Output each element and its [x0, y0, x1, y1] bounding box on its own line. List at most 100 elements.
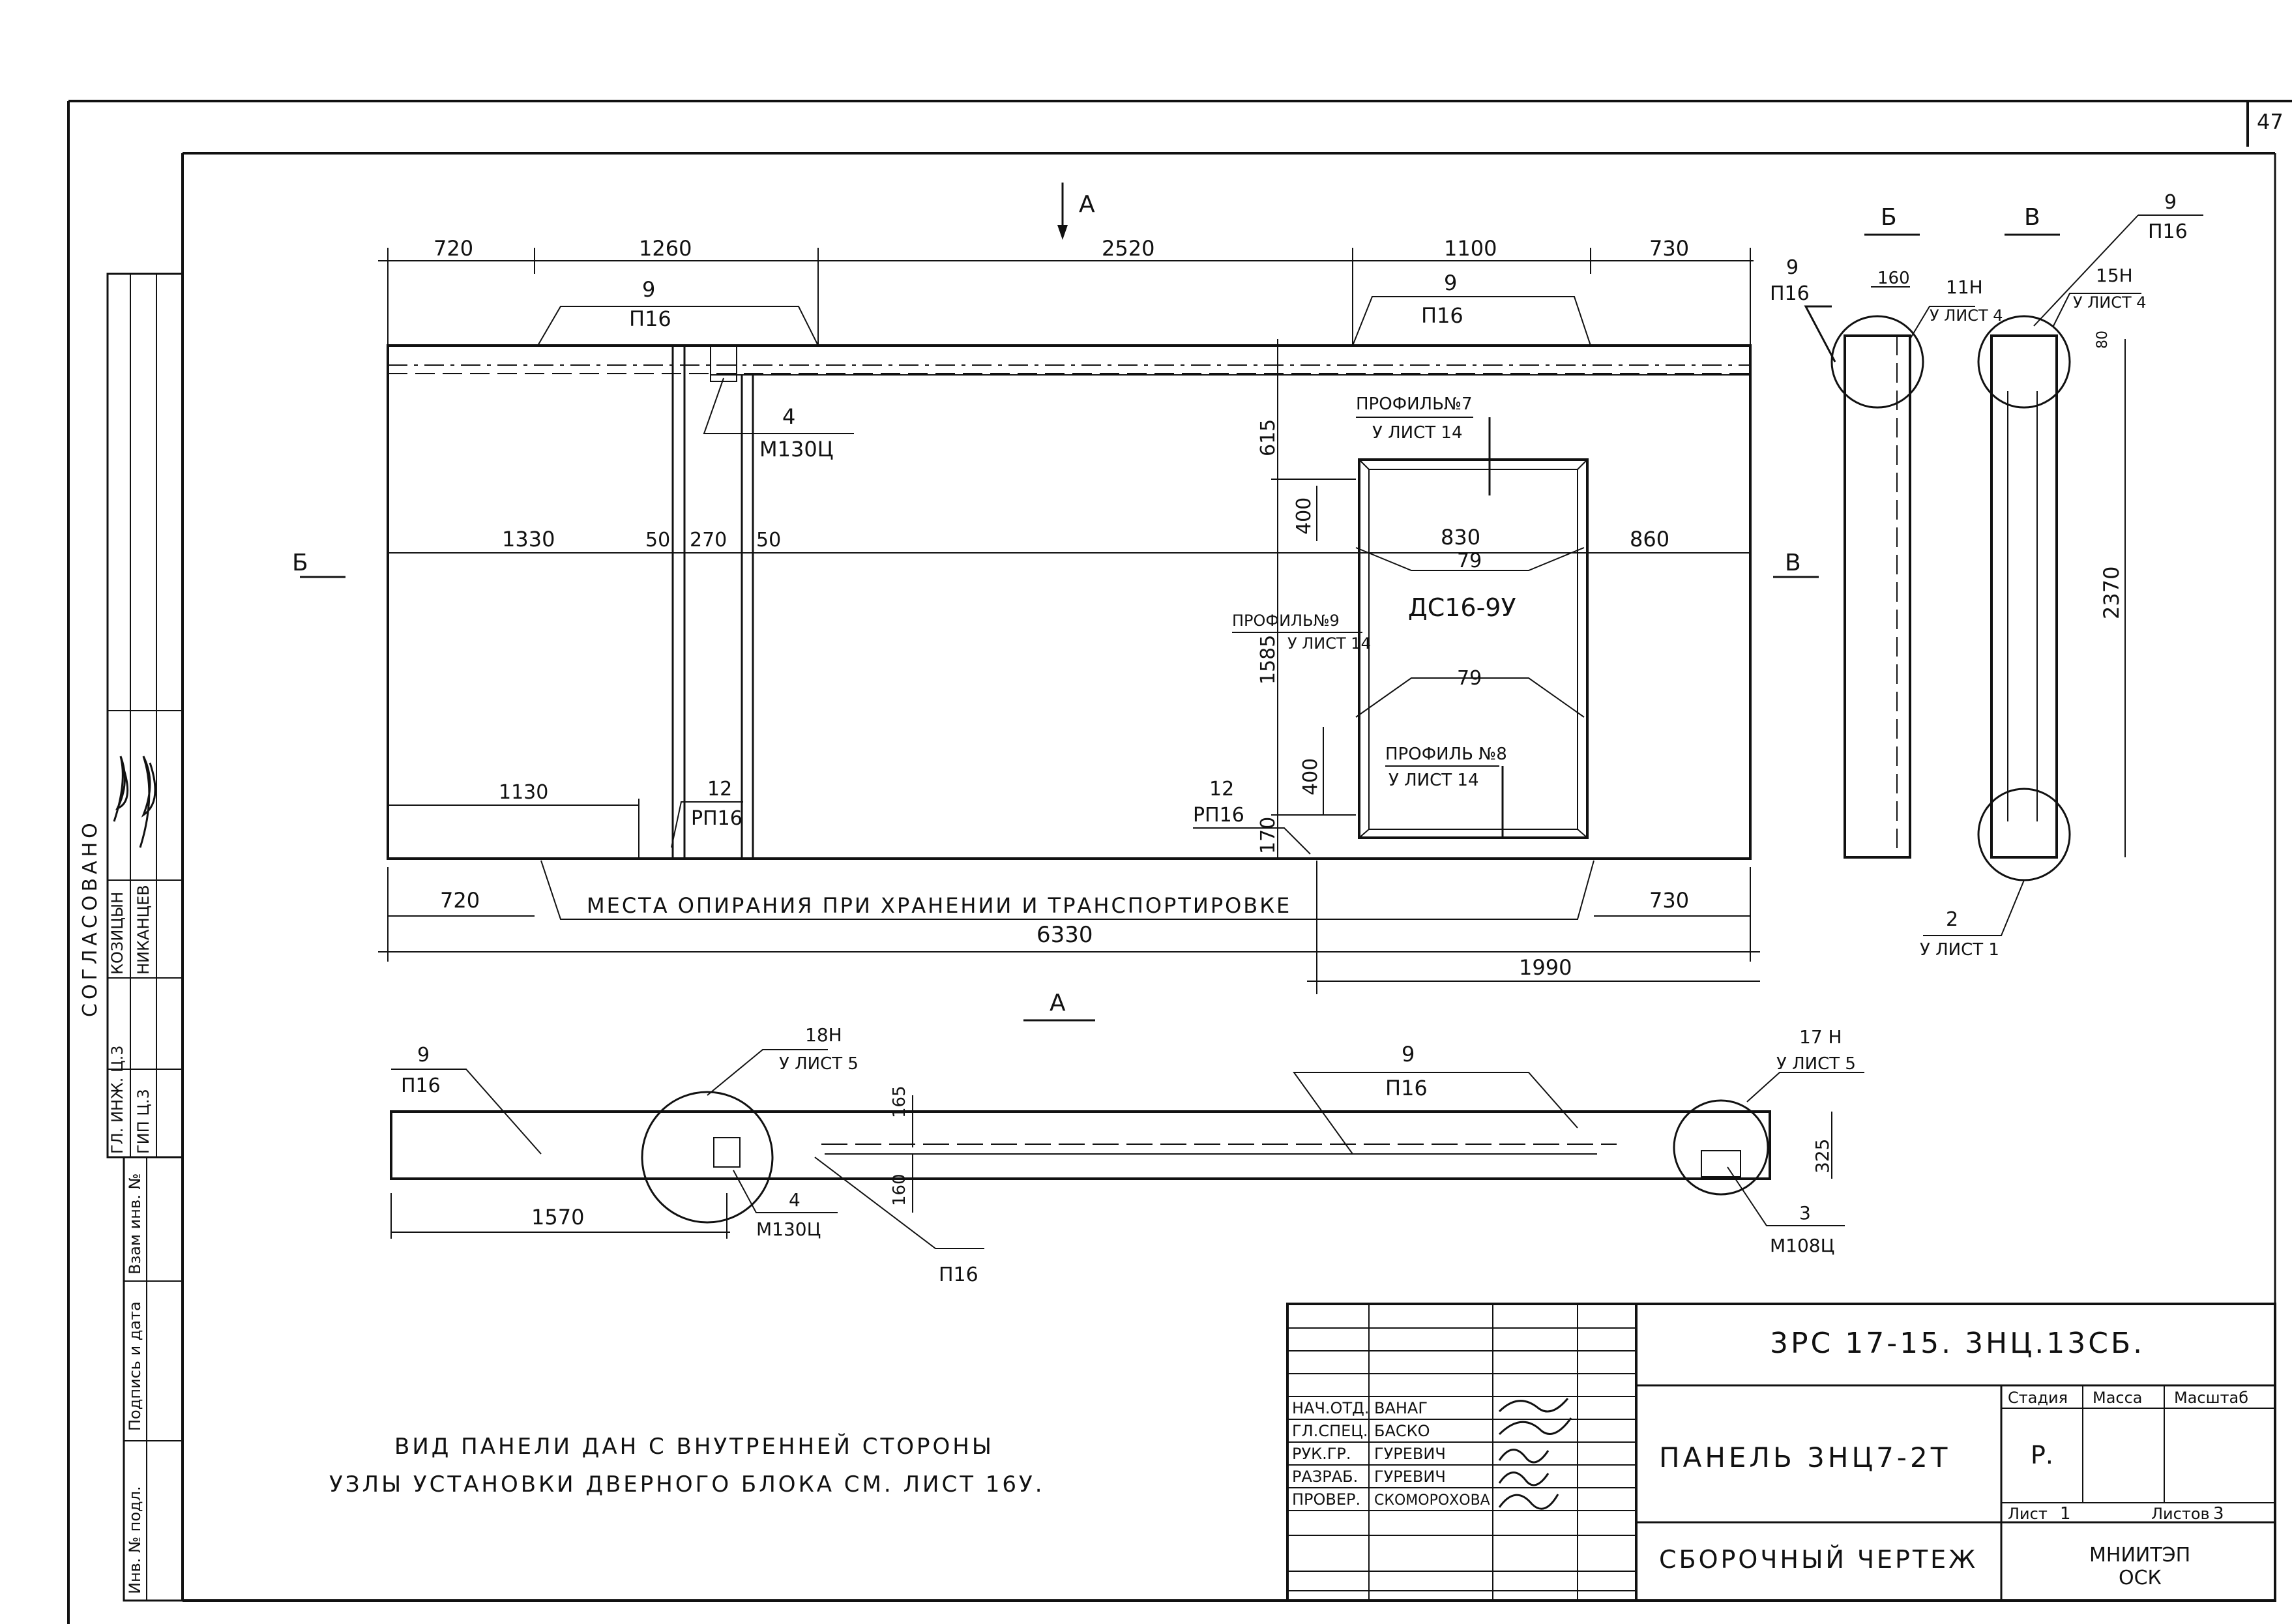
sheet-value: 1 [2060, 1504, 2071, 1524]
vdim-1585: 1585 [1257, 635, 1280, 685]
profile7-sheet: У ЛИСТ 14 [1372, 423, 1463, 443]
pos9-left: 9 [642, 277, 655, 302]
dim-860: 860 [1630, 527, 1669, 552]
staff-name-5: СКОМОРОХОВА [1374, 1492, 1490, 1509]
staff-name-1: ВАНАГ [1374, 1399, 1428, 1417]
sec-b-node: 11Н [1946, 276, 1983, 298]
pos9-right: 9 [1444, 271, 1457, 295]
door-block-label: ДС16-9У [1408, 593, 1516, 622]
sec-v-node-sheet: У ЛИСТ 4 [2073, 293, 2147, 312]
sec-b-pos9: 9 [1786, 256, 1799, 279]
stage-label: Стадия [2008, 1389, 2068, 1407]
plan-p16a: П16 [401, 1074, 441, 1097]
sheets-value: 3 [2213, 1504, 2224, 1524]
plan-m130: М130Ц [756, 1218, 821, 1240]
profile7-label: ПРОФИЛЬ№7 [1356, 394, 1473, 414]
org-name: МНИИТЭП [2089, 1544, 2190, 1567]
agreed-name-1: КОЗИЦЫН [108, 892, 126, 975]
dim-1130: 1130 [499, 781, 548, 804]
support-note: МЕСТА ОПИРАНИЯ ПРИ ХРАНЕНИИ И ТРАНСПОРТИ… [587, 893, 1291, 918]
sec-b-p16: П16 [1770, 282, 1810, 305]
bottom-dim-6330: 6330 [1036, 922, 1093, 948]
section-a-mark-top: А [1079, 191, 1095, 218]
plan-m108: М108Ц [1770, 1235, 1834, 1256]
org-sub: ОСК [2119, 1567, 2162, 1589]
plan-p16b: П16 [1385, 1076, 1428, 1100]
bottom-dim-720: 720 [440, 888, 480, 913]
section-b-mark: Б [292, 550, 308, 576]
title-block: 3РС 17-15. 3НЦ.13СБ. ПАНЕЛЬ 3НЦ7-2Т СБОР… [1286, 1303, 2276, 1602]
plan-dim160: 160 [890, 1174, 909, 1206]
top-dim-720: 720 [433, 236, 473, 261]
field-replace-inv: Взам инв. № [126, 1174, 144, 1275]
panel-outline [387, 344, 1752, 860]
scale-label: Масштаб [2174, 1389, 2248, 1407]
door-opening [1358, 458, 1589, 839]
agreed-role-2: ГИП Ц.3 [134, 1089, 153, 1154]
plan-pos3: 3 [1799, 1202, 1811, 1224]
section-v-mark: В [1785, 550, 1801, 576]
staff-name-4: ГУРЕВИЧ [1374, 1468, 1446, 1486]
signature-2 [139, 756, 156, 848]
mass-label: Масса [2093, 1389, 2143, 1407]
note-2: УЗЛЫ УСТАНОВКИ ДВЕРНОГО БЛОКА СМ. ЛИСТ 1… [329, 1471, 1045, 1498]
dim-270: 270 [690, 529, 727, 552]
p16-right: П16 [1421, 303, 1463, 328]
dim-830: 830 [1441, 525, 1480, 550]
vdim-170: 170 [1257, 817, 1280, 854]
page-number: 47 [2257, 110, 2284, 134]
top-dim-730: 730 [1649, 236, 1689, 261]
bottom-dim-730: 730 [1649, 888, 1689, 913]
p16-left: П16 [629, 306, 671, 331]
sec-v-pos2: 2 [1946, 908, 1958, 931]
staff-role-4: РАЗРАБ. [1292, 1468, 1358, 1486]
sec-v-node: 15Н [2096, 265, 2133, 286]
agreed-stamp-title: СОГЛАСОВАНО [79, 819, 102, 1017]
agreed-stamp: СОГЛАСОВАНО ГЛ. ИНЖ. Ц.3 КОЗИЦЫН ГИП Ц.3… [79, 273, 184, 1602]
sec-v-pos9: 9 [2164, 191, 2177, 214]
note-1: ВИД ПАНЕЛИ ДАН С ВНУТРЕННЕЙ СТОРОНЫ [394, 1433, 994, 1460]
profile8-label: ПРОФИЛЬ №8 [1385, 745, 1507, 764]
sec-v-dim80: 80 [2094, 331, 2111, 349]
vdim-615: 615 [1257, 419, 1280, 456]
plan-node17: 17 Н [1799, 1026, 1842, 1048]
stage-value: Р. [2031, 1441, 2053, 1469]
signature-staff-4 [1498, 1471, 1550, 1486]
top-dim-2520: 2520 [1102, 236, 1154, 261]
agreed-role-1: ГЛ. ИНЖ. Ц.3 [108, 1045, 126, 1154]
profile8-sheet: У ЛИСТ 14 [1388, 771, 1479, 790]
part-name: ПАНЕЛЬ 3НЦ7-2Т [1659, 1441, 1950, 1473]
sheet-label: Лист [2008, 1505, 2048, 1523]
sheet-frame: 47 [67, 100, 2292, 1624]
staff-name-2: БАСКО [1374, 1422, 1430, 1440]
profile9-sheet: У ЛИСТ 14 [1287, 634, 1371, 653]
plan-node18: 18Н [805, 1024, 842, 1046]
staff-name-3: ГУРЕВИЧ [1374, 1445, 1446, 1463]
drawing-type: СБОРОЧНЫЙ ЧЕРТЕЖ [1659, 1545, 1978, 1574]
rp16-left: РП16 [691, 807, 742, 830]
signature-staff-3 [1498, 1449, 1550, 1464]
signature-staff-5 [1498, 1494, 1559, 1510]
signature-1 [113, 756, 129, 822]
doc-code: 3РС 17-15. 3НЦ.13СБ. [1770, 1327, 2145, 1360]
notes: ВИД ПАНЕЛИ ДАН С ВНУТРЕННЕЙ СТОРОНЫ УЗЛЫ… [329, 1433, 1045, 1498]
staff-role-1: НАЧ.ОТД. [1292, 1399, 1369, 1417]
bottom-dim-1990: 1990 [1519, 955, 1572, 980]
plan-dim165: 165 [890, 1085, 909, 1118]
section-a-label: А [1050, 990, 1066, 1016]
signature-staff-1 [1498, 1398, 1569, 1413]
rp16-right: РП16 [1193, 804, 1244, 827]
top-dim-1100: 1100 [1444, 236, 1497, 261]
staff-role-5: ПРОВЕР. [1292, 1490, 1360, 1509]
facade-view: 79 79 ДС16-9У 720 1260 2520 1100 730 9 П… [292, 183, 1819, 1022]
plan-node17-sheet: У ЛИСТ 5 [1776, 1054, 1856, 1074]
dim-1330: 1330 [502, 527, 555, 552]
plan-p16c: П16 [939, 1263, 978, 1286]
plan-pos4: 4 [789, 1189, 801, 1211]
sec-b-node-sheet: У ЛИСТ 4 [1930, 306, 2003, 325]
profile9-label: ПРОФИЛЬ№9 [1232, 612, 1340, 630]
plan-dim325: 325 [1812, 1139, 1833, 1174]
staff-role-3: РУК.ГР. [1292, 1445, 1351, 1463]
dim-50a: 50 [645, 529, 670, 552]
